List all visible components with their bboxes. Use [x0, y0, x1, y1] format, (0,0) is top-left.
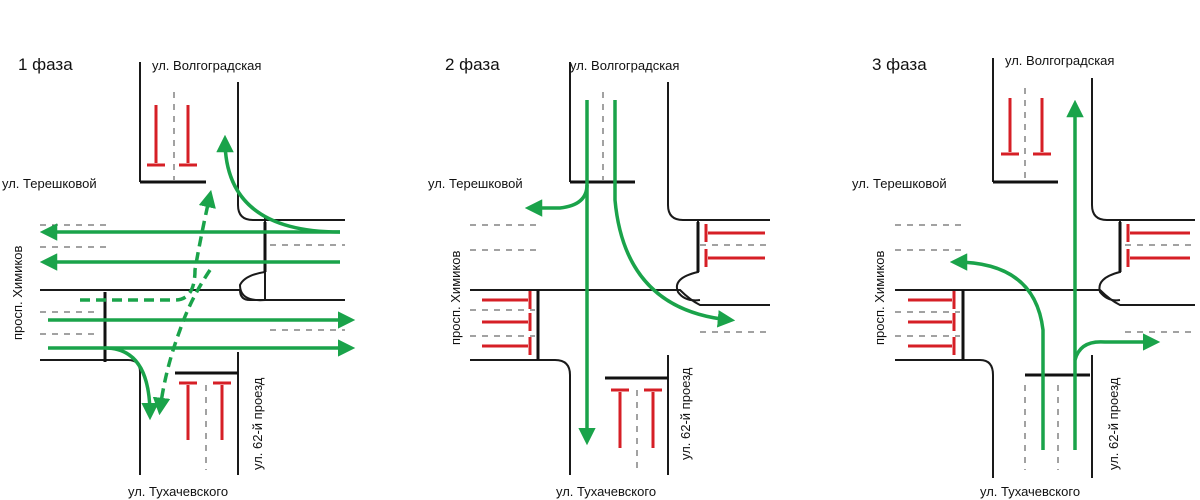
phase-1-stop-lines — [103, 180, 267, 375]
phase-2-avenue-label: просп. Химиков — [448, 251, 463, 345]
phase-1-south-street-label: ул. Тухачевского — [128, 484, 228, 499]
phase-3-north-street-label: ул. Волгоградская — [1005, 53, 1114, 68]
phase-2-red-stop-arrows — [482, 224, 765, 448]
phase-1-green-flows — [39, 134, 356, 421]
phase-2-west-street-label: ул. Терешковой — [428, 176, 523, 191]
phase-2-title: 2 фаза — [445, 55, 500, 74]
phase-3-south-street-label: ул. Тухачевского — [980, 484, 1080, 499]
phase-2-stop-lines — [536, 180, 700, 380]
phase-1-road-edges — [40, 62, 345, 475]
phase-3-avenue-label: просп. Химиков — [872, 251, 887, 345]
phase-1-south-lane-label: ул. 62-й проезд — [250, 377, 265, 470]
phase-2-green-flows — [524, 100, 736, 446]
phase-2-south-street-label: ул. Тухачевского — [556, 484, 656, 499]
phase-3-green-flows — [949, 99, 1161, 450]
phase-1-west-street-label: ул. Терешковой — [2, 176, 97, 191]
phase-1-red-stop-arrows — [147, 105, 231, 440]
phase-3-lane-markings — [895, 88, 1195, 470]
phase-2-lane-markings — [470, 92, 770, 470]
phase-2-panel: 2 фаза ул. Волгоградская ул. Терешковой … — [428, 55, 770, 499]
phase-1-lane-markings — [40, 92, 345, 470]
phase-3-west-street-label: ул. Терешковой — [852, 176, 947, 191]
phase-1-avenue-label: просп. Химиков — [10, 246, 25, 340]
phase-1-north-street-label: ул. Волгоградская — [152, 58, 261, 73]
phase-2-road-edges — [470, 62, 770, 475]
phase-1-panel: 1 фаза ул. Волгоградская ул. Терешковой … — [2, 55, 356, 499]
phase-3-red-stop-arrows — [908, 98, 1190, 355]
phase-3-south-lane-label: ул. 62-й проезд — [1106, 377, 1121, 470]
phase-2-south-lane-label: ул. 62-й проезд — [678, 367, 693, 460]
phase-3-panel: 3 фаза ул. Волгоградская ул. Терешковой … — [852, 53, 1195, 499]
phase-1-title: 1 фаза — [18, 55, 73, 74]
phase-3-stop-lines — [961, 180, 1122, 377]
phase-3-title: 3 фаза — [872, 55, 927, 74]
phase-3-road-edges — [895, 58, 1195, 478]
phase-2-north-street-label: ул. Волгоградская — [570, 58, 679, 73]
